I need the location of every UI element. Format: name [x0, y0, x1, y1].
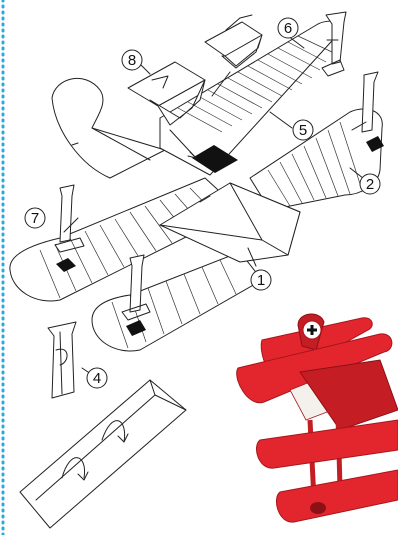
callout-1: 1 [251, 270, 271, 290]
svg-text:8: 8 [128, 52, 136, 69]
fold-instruction-panel [20, 380, 186, 528]
svg-text:7: 7 [31, 210, 39, 227]
top-small-part [205, 15, 262, 68]
part-4-strut [48, 322, 76, 398]
svg-text:2: 2 [366, 176, 374, 193]
callout-4: 4 [87, 368, 107, 388]
callout-8: 8 [122, 50, 142, 70]
callout-2: 2 [360, 174, 380, 194]
svg-text:6: 6 [284, 20, 292, 37]
finished-model-photo [237, 314, 398, 522]
callout-5: 5 [293, 120, 313, 140]
svg-text:4: 4 [93, 370, 101, 387]
callout-6: 6 [278, 18, 298, 38]
svg-text:5: 5 [299, 122, 307, 139]
svg-text:1: 1 [257, 272, 265, 289]
callout-7: 7 [25, 208, 45, 228]
